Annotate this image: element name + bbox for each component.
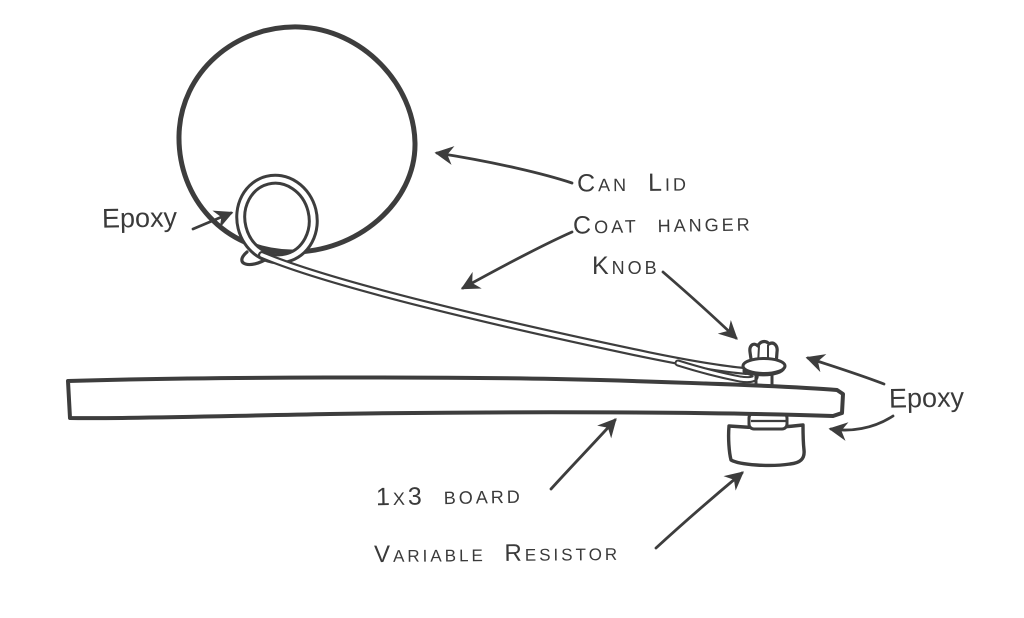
label-coat-hanger: Coat hanger: [572, 208, 753, 240]
knob-arrow: [661, 270, 738, 340]
knob-drawing: [741, 339, 787, 387]
can-lid-arrow: [434, 146, 574, 185]
label-can-lid: Can Lid: [576, 168, 690, 198]
board-arrow: [549, 418, 617, 491]
resistor-arrow: [654, 471, 744, 550]
epoxy-left-arrow: [191, 210, 234, 231]
label-epoxy-right: Epoxy: [888, 382, 965, 414]
epoxy-right-upper-arrow: [805, 354, 886, 386]
board-drawing: [66, 375, 845, 421]
coat-hanger-wire-drawing: [258, 251, 759, 384]
variable-resistor-drawing: [726, 423, 806, 468]
label-variable-resistor: Variable Resistor: [373, 538, 621, 569]
label-epoxy-left: Epoxy: [101, 202, 178, 234]
label-knob: Knob: [592, 252, 660, 280]
knob-shaft-drawing: [754, 374, 774, 387]
can-lid-drawing: [176, 24, 418, 255]
epoxy-loop-drawing: [235, 173, 319, 267]
coat-hanger-arrow: [460, 230, 574, 290]
label-board: 1x3 board: [375, 480, 524, 512]
epoxy-right-lower-arrow: [828, 414, 895, 441]
